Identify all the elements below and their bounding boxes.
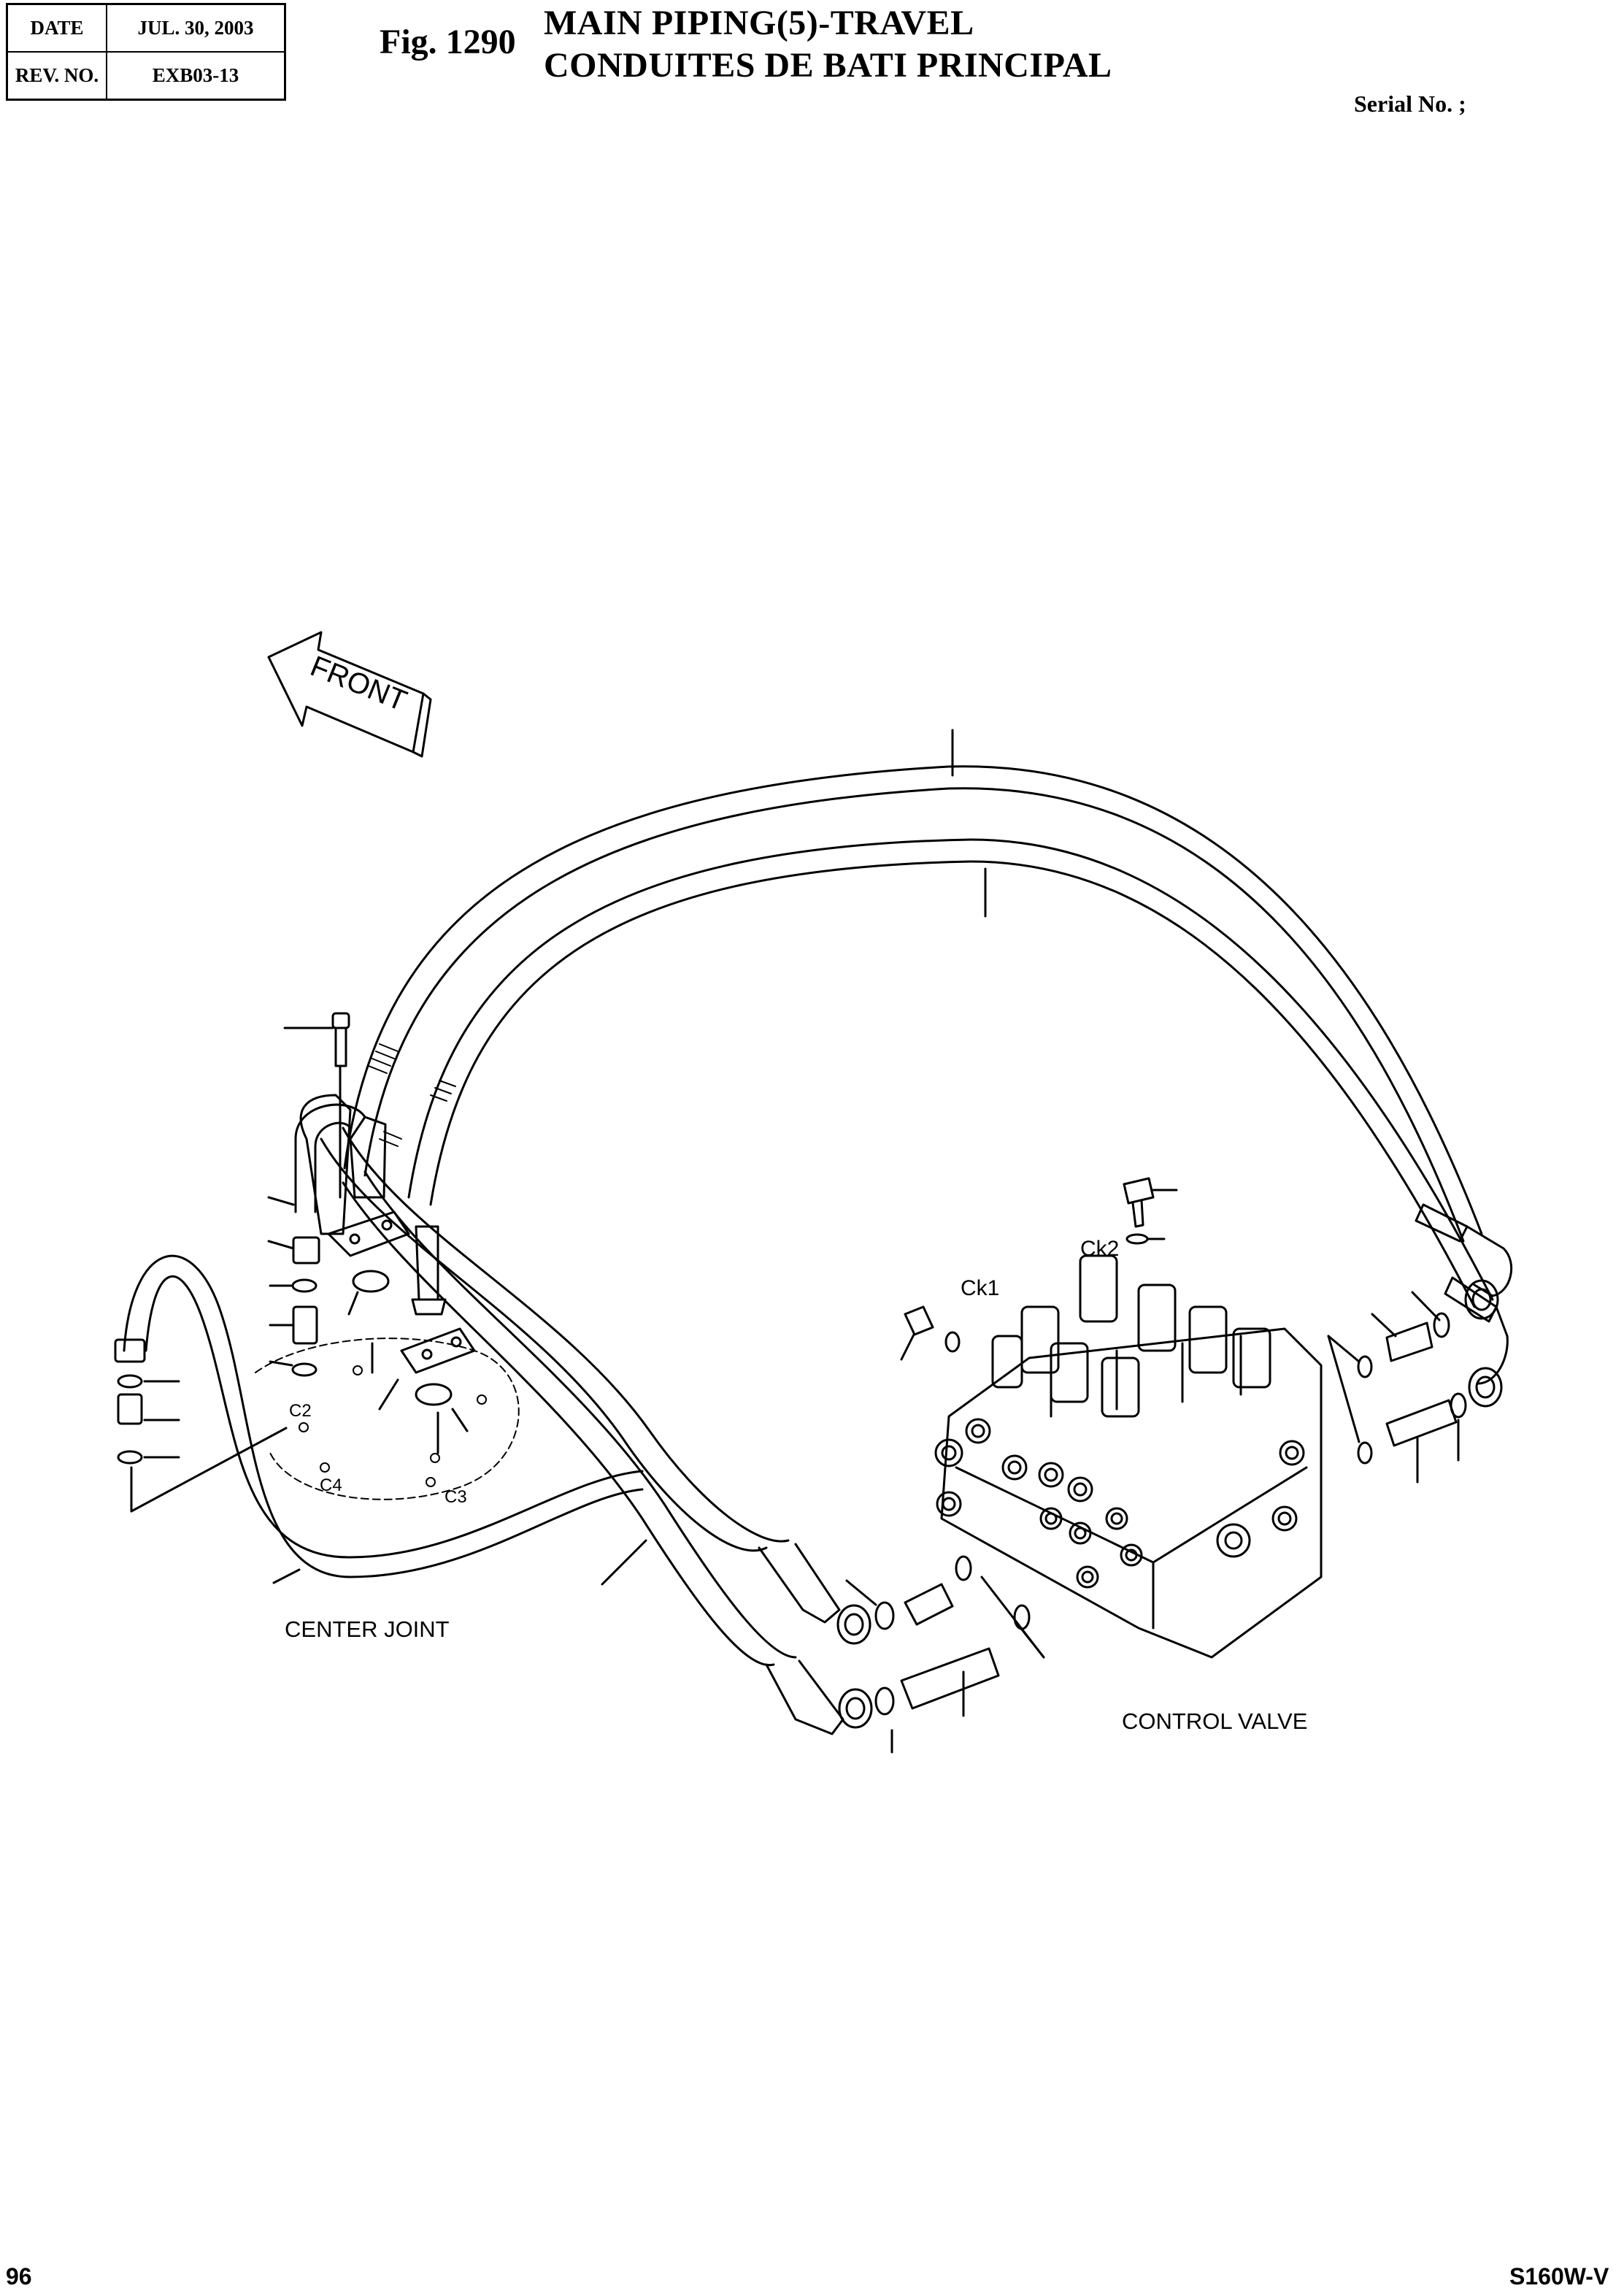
control-valve-label: CONTROL VALVE: [1122, 1708, 1307, 1734]
port-label-c4: C4: [320, 1475, 342, 1495]
fittings-center-stack: [267, 1094, 352, 1377]
plug-ck1: [900, 1305, 961, 1361]
flange-upper: [327, 1210, 410, 1293]
adapter-valve-lower: [874, 1604, 1031, 1716]
rev-label: REV. NO.: [6, 51, 107, 101]
serial-number: Serial No. ;: [1354, 91, 1466, 117]
control-valve: [934, 1254, 1323, 1659]
port-label-ck2: Ck2: [1080, 1237, 1119, 1261]
header-table: DATE JUL. 30, 2003 REV. NO. EXB03-13: [6, 3, 286, 101]
date-label: DATE: [6, 3, 107, 53]
bolt-top: [283, 1012, 350, 1199]
front-arrow: FRONT: [267, 631, 432, 758]
center-joint: [255, 1338, 520, 1500]
figure-number: Fig. 1290: [380, 23, 516, 61]
center-joint-label: CENTER JOINT: [285, 1616, 450, 1642]
adapter-right-lower: [1357, 1392, 1467, 1465]
hose-fitting-valve-lower: [765, 1659, 873, 1735]
page-number: 96: [6, 2263, 32, 2290]
adapter-right-upper: [1357, 1312, 1450, 1378]
hose-left-ubend: [294, 1103, 366, 1213]
date-value: JUL. 30, 2003: [106, 3, 286, 53]
adapter-valve-upper: [874, 1555, 972, 1630]
plug-ck2: [1123, 1177, 1178, 1245]
rev-value: EXB03-13: [106, 51, 286, 101]
hose-fitting-valve-upper: [758, 1543, 871, 1645]
fittings-left-stack: [114, 1338, 288, 1513]
flange-lower: [400, 1327, 476, 1406]
model-code: S160W-V: [1509, 2263, 1609, 2290]
port-label-c3: C3: [445, 1487, 467, 1507]
travel-hose-lower: [407, 838, 1494, 1308]
travel-hose-upper: [343, 765, 1483, 1243]
port-label-ck1: Ck1: [961, 1276, 999, 1300]
vertical-fittings: [349, 1116, 447, 1316]
figure-title-en: MAIN PIPING(5)-TRAVEL: [544, 4, 974, 42]
hose-centerjoint-to-valve: [123, 1127, 797, 1667]
hose-crimp-left: [368, 1043, 456, 1147]
figure-title-fr: CONDUITES DE BATI PRINCIPAL: [544, 46, 1112, 85]
hose-fitting-right-lower: [1444, 1276, 1509, 1408]
port-label-c2: C2: [289, 1401, 312, 1421]
hose-fitting-right-upper: [1415, 1203, 1513, 1320]
